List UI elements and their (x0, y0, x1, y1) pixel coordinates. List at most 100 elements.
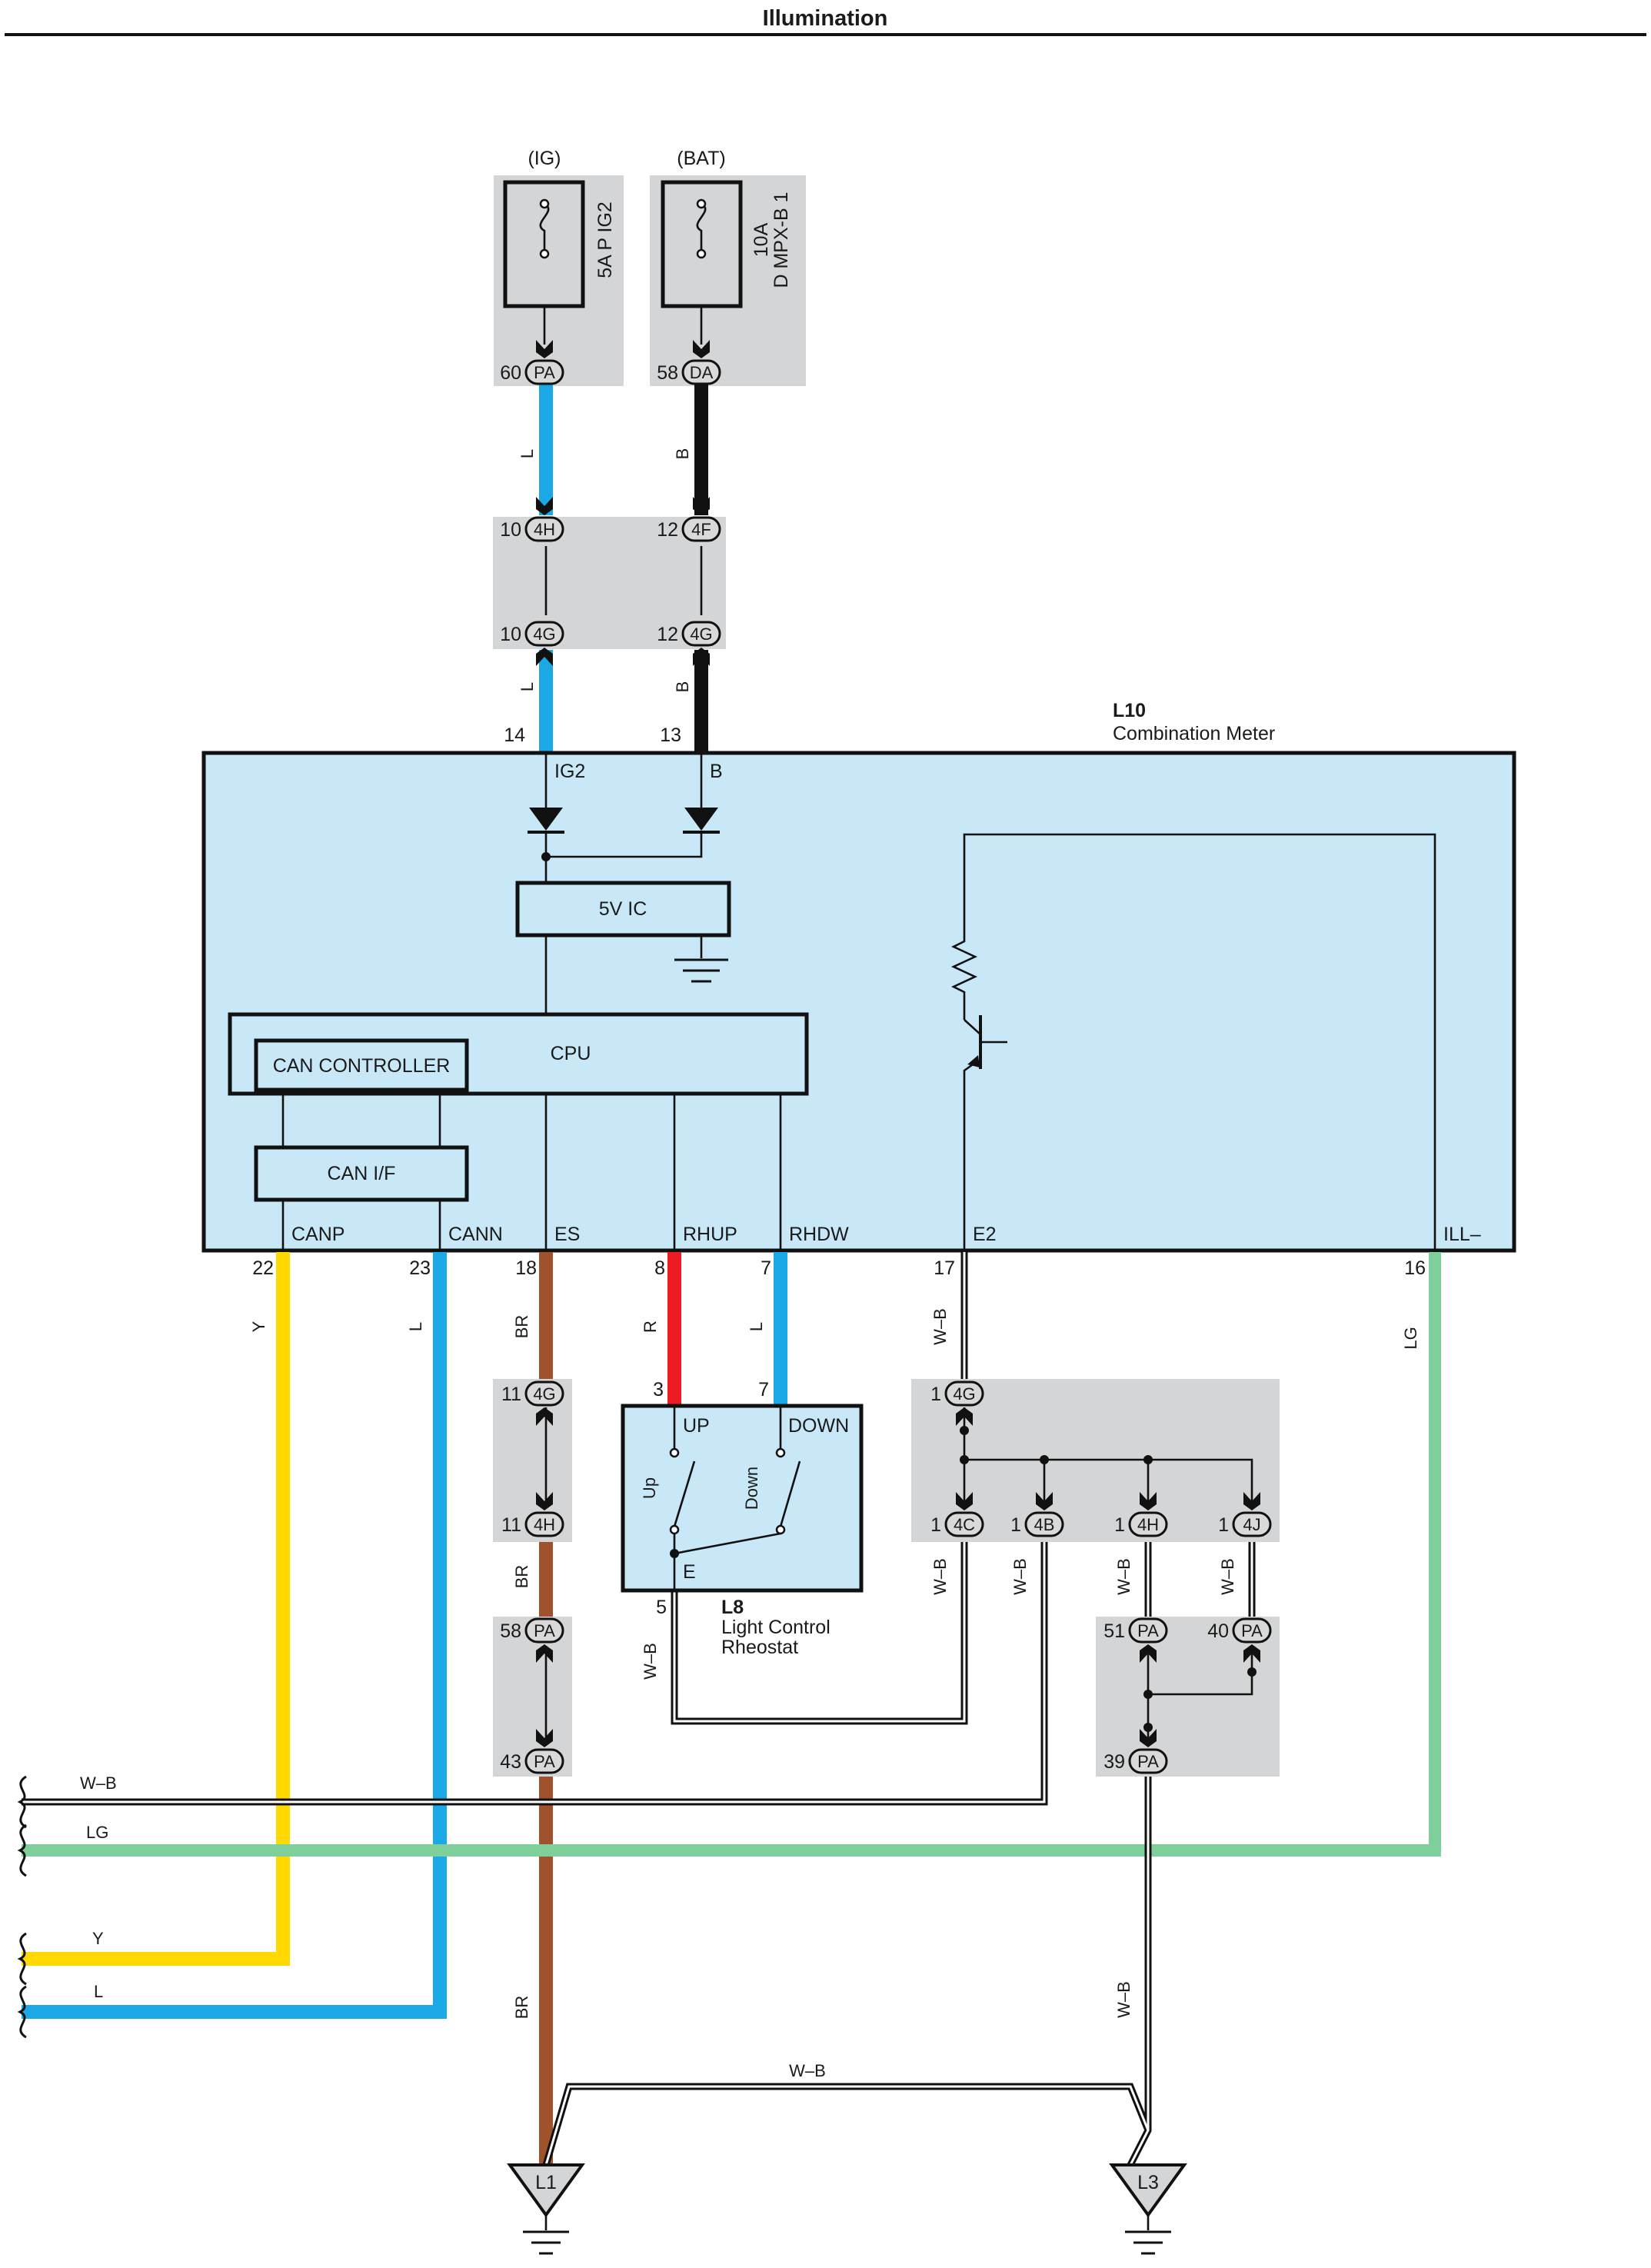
connector-arrow-icon (956, 1492, 973, 1510)
wire-cann-blue (22, 1252, 447, 2019)
connector-number: 43 (500, 1751, 521, 1773)
bat-fuse-label-2: D MPX-B 1 (771, 191, 792, 288)
ic-5v-label: 5V IC (599, 898, 647, 920)
connector-pill (1128, 1748, 1168, 1774)
connector-number: 10 (500, 519, 521, 541)
connector-arrow-icon (536, 1407, 553, 1426)
connector-pill (1024, 1511, 1064, 1537)
wire-es-mid (539, 1542, 553, 1617)
wire-label-ext-lg: LG (86, 1823, 108, 1842)
wire-label-l8e: W–B (641, 1643, 660, 1680)
wire-label-ig-fuse: L (518, 449, 537, 458)
connector-pill (524, 359, 564, 385)
wire-label-ill: LG (1401, 1327, 1420, 1349)
connector-number: 10 (500, 624, 521, 645)
pa-dot-2 (1143, 1723, 1153, 1732)
l10-name: Combination Meter (1113, 723, 1275, 744)
pin-label-ig2: IG2 (554, 761, 585, 782)
wire-bat-upper (694, 385, 708, 515)
connector-pill (524, 621, 564, 647)
connector-code: PA (1137, 1752, 1159, 1771)
connector-number: 12 (657, 624, 678, 645)
meter-pin-number-4: 7 (761, 1257, 771, 1279)
ground-l1-label: L1 (535, 2172, 557, 2193)
wire-label-l3: W–B (1114, 1981, 1133, 2018)
wire-label-ground-bridge: W–B (789, 2061, 826, 2080)
page-title: Illumination (763, 6, 888, 31)
connector-number: 1 (1114, 1514, 1125, 1536)
connector-number: 40 (1207, 1620, 1229, 1642)
connector-pill (681, 516, 721, 542)
transistor-collector (964, 1019, 981, 1035)
connector-code: 4H (1137, 1515, 1159, 1534)
connector-pill (681, 359, 721, 385)
wire-label-es-low: BR (512, 1996, 531, 2020)
diode-b-icon (684, 808, 718, 831)
connector-code: 4J (1243, 1515, 1260, 1534)
connector-j4_1: 4J 1 (1218, 1492, 1272, 1537)
bat-fuse-term-bot (696, 248, 707, 259)
pa-dot-3 (1247, 1667, 1257, 1677)
bat-fuse-term-top (696, 198, 707, 209)
ground-l3-icon (1109, 2163, 1187, 2218)
connector-arrow-icon (536, 1644, 553, 1663)
wire-label-bat-meter: B (673, 681, 692, 693)
connector-code: PA (534, 1752, 555, 1771)
connector-code: PA (534, 363, 555, 382)
meter-pin-name-6: ILL– (1443, 1224, 1481, 1245)
connector-number: 39 (1103, 1751, 1125, 1773)
wire-label-4b: W–B (1010, 1558, 1030, 1595)
meter-pin-name-5: E2 (973, 1224, 997, 1245)
connector-code: 4G (690, 624, 712, 644)
connector-pa43: PA 43 (500, 1729, 564, 1774)
connector-arrow-icon (693, 340, 710, 358)
connector-arrow-icon (956, 1407, 973, 1426)
connector-number: 1 (1218, 1514, 1229, 1536)
wire-ill-green (22, 1252, 1441, 1857)
connector-b4_1: 4B1 (1010, 1492, 1064, 1537)
meter-pin-number-6: 16 (1404, 1257, 1426, 1279)
wire-label-4j: W–B (1218, 1558, 1237, 1595)
meter-pin-name-0: CANP (291, 1224, 345, 1245)
l8-name-2: Rheostat (721, 1637, 798, 1658)
connector-pill (1232, 1617, 1272, 1644)
l10-id: L10 (1113, 700, 1146, 721)
gnd-dot-2 (960, 1455, 969, 1464)
connector-code: PA (1137, 1621, 1159, 1640)
connector-arrow-icon (1243, 1492, 1260, 1510)
connector-code: PA (534, 1621, 555, 1640)
connector-pill (944, 1380, 984, 1407)
wire-es-top (539, 1252, 553, 1379)
meter-pin-number-1: 23 (409, 1257, 431, 1279)
cpu-label: CPU (551, 1043, 591, 1064)
connector-number: 58 (500, 1620, 521, 1642)
rheostat-pin-3: 3 (653, 1379, 664, 1400)
wire-label-bat-fuse: B (673, 448, 692, 460)
connector-number: 12 (657, 519, 678, 541)
connector-code: 4F (691, 520, 711, 539)
wire-label-ext-wb: W–B (80, 1773, 117, 1793)
meter-pin-name-4: RHDW (789, 1224, 849, 1245)
bat-fuse-label-1: 10A (751, 222, 772, 257)
connector-arrow-icon (1140, 1729, 1157, 1747)
wire-rhdw-blue (774, 1252, 787, 1405)
wire-rhup-red (667, 1252, 681, 1405)
transistor-emitter-arrow (967, 1055, 980, 1067)
connector-g4_1: 4G1 (930, 1380, 984, 1426)
wb-wires-inner (22, 1252, 1253, 2166)
wire-label-4h: W–B (1114, 1558, 1133, 1595)
meter-pin-13: 13 (660, 724, 681, 746)
rheostat-pin-7: 7 (758, 1379, 769, 1400)
continuation-marks (17, 1775, 27, 2039)
meter-pin-number-0: 22 (252, 1257, 274, 1279)
rheostat-e-label: E (683, 1561, 696, 1583)
wire-ig-lower (539, 650, 553, 754)
connector-code: 4G (533, 1384, 555, 1404)
connector-arrow-icon (536, 1492, 553, 1510)
connector-arrow-icon (536, 340, 553, 358)
